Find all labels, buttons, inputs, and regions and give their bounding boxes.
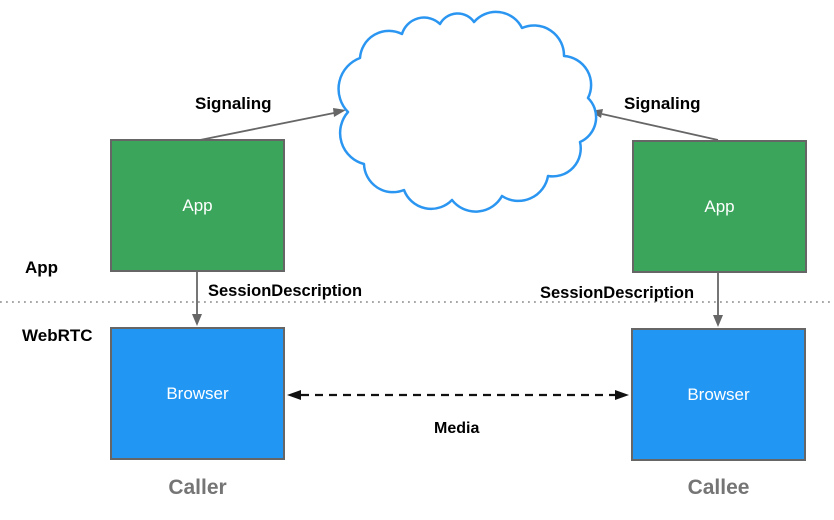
media-arrow-right-head xyxy=(615,390,629,400)
media-arrow-left-head xyxy=(287,390,301,400)
app-node-callee: App xyxy=(632,140,807,273)
signaling-arrow-right xyxy=(601,113,719,141)
app-node-callee-label: App xyxy=(704,196,735,216)
cloud-icon xyxy=(337,10,598,213)
browser-node-callee: Browser xyxy=(631,328,806,461)
app-node-caller: App xyxy=(110,139,285,272)
callee-caption: Callee xyxy=(687,476,750,499)
session-description-arrow-left-head xyxy=(192,314,202,326)
session-description-label-left: SessionDescription xyxy=(208,282,363,300)
signaling-arrow-left xyxy=(199,112,335,141)
browser-node-caller-label: Browser xyxy=(166,383,229,403)
signaling-label-right: Signaling xyxy=(624,94,701,113)
caller-caption: Caller xyxy=(168,476,227,499)
layer-label-webrtc: WebRTC xyxy=(22,326,93,345)
signaling-arrow-right-head xyxy=(590,109,603,118)
session-description-arrow-right-head xyxy=(713,315,723,327)
app-node-caller-label: App xyxy=(182,195,213,215)
browser-node-caller: Browser xyxy=(110,327,285,460)
media-label: Media xyxy=(434,420,480,437)
browser-node-callee-label: Browser xyxy=(687,384,750,404)
layer-label-app: App xyxy=(25,258,59,277)
signaling-label-left: Signaling xyxy=(195,94,272,113)
signaling-arrow-left-head xyxy=(333,108,346,117)
session-description-label-right: SessionDescription xyxy=(540,284,695,302)
